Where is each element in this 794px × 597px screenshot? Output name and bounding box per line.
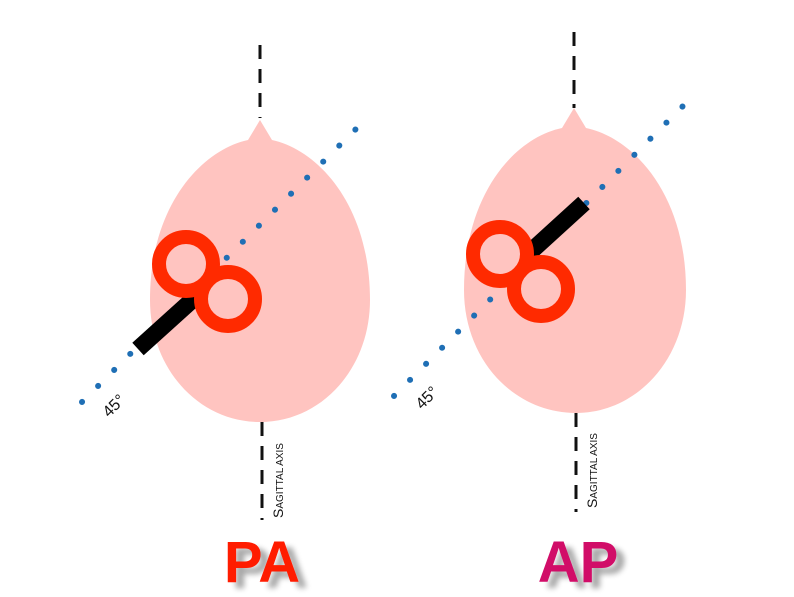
pa-45-degree-axis (79, 112, 373, 405)
pa-panel: SAGITTAL AXIS 45° PA (79, 45, 373, 595)
ap-axis-label-initial: S (584, 499, 600, 508)
ap-angle-label: 45° (413, 384, 442, 413)
pa-axis-label-rest: AGITTAL AXIS (275, 443, 286, 509)
ap-label: AP (538, 530, 619, 595)
pa-angle-label: 45° (100, 392, 129, 421)
pa-head (150, 120, 370, 422)
ap-coil-wing-left (466, 220, 534, 288)
pa-axis-label-initial: S (270, 509, 286, 518)
ap-coil-wing-right (507, 255, 575, 323)
pa-coil-wing-left (152, 230, 220, 298)
ap-axis-label-rest: AGITTAL AXIS (589, 433, 600, 499)
pa-coil-handle (132, 286, 206, 356)
ap-panel: SAGITTAL AXIS 45° AP (391, 32, 688, 595)
ap-coil-handle (522, 196, 590, 261)
pa-sagittal-axis-label: SAGITTAL AXIS (270, 443, 286, 518)
pa-label: PA (224, 530, 300, 595)
ap-head (464, 108, 686, 413)
pa-figure-eight-coil (152, 230, 262, 333)
ap-sagittal-axis-label: SAGITTAL AXIS (584, 433, 600, 508)
ap-figure-eight-coil (466, 220, 575, 323)
pa-coil-wing-right (194, 265, 262, 333)
